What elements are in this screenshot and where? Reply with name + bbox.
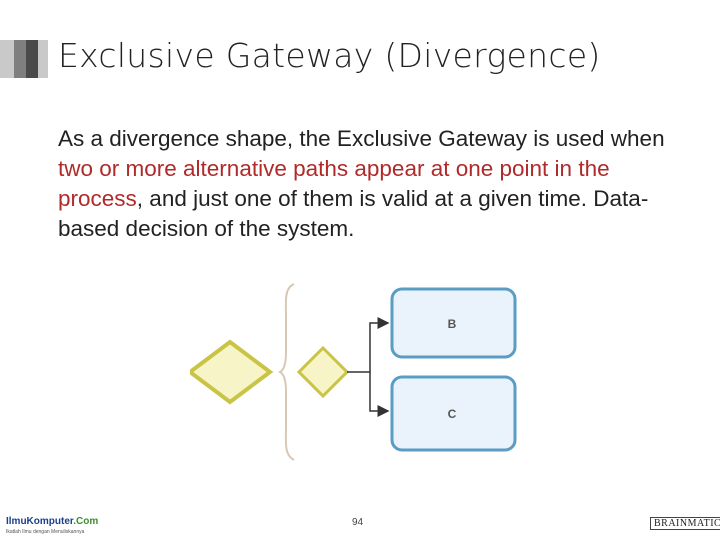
task-b-label: B: [448, 317, 457, 331]
sequence-flow-to-c: [369, 372, 390, 417]
title-decoration-bar: [0, 40, 14, 78]
task-c-label: C: [448, 407, 457, 421]
body-text-part2: , and just one of them is valid at a giv…: [58, 186, 649, 241]
logo-tagline: Ikatlah Ilmu dengan Menuliskannya: [6, 529, 85, 535]
logo-tld-text: .Com: [73, 516, 99, 527]
logo-main-text: IlmuKomputer: [6, 516, 74, 527]
slide-body-text: As a divergence shape, the Exclusive Gat…: [58, 124, 698, 244]
brainmatics-logo: BRAINMATICS: [650, 517, 720, 530]
title-decoration-bar: [14, 40, 26, 78]
gateway-diamond-small: [296, 345, 350, 399]
slide-title: Exclusive Gateway (Divergence): [58, 36, 601, 75]
ilmukomputer-logo: IlmuKomputer.Com: [6, 516, 98, 527]
exclusive-gateway-diagram: B C: [190, 283, 517, 461]
title-decoration-bar: [38, 40, 48, 78]
sequence-flow-to-b: [347, 317, 390, 373]
body-text-highlight: two or more alternative paths appear at …: [58, 156, 610, 211]
gateway-diamond-large: [190, 339, 274, 405]
curly-brace: [277, 283, 295, 461]
page-number: 94: [352, 517, 364, 528]
task-b-box: [390, 287, 517, 359]
body-text-part1: As a divergence shape, the Exclusive Gat…: [58, 126, 665, 151]
task-c-box: [390, 375, 517, 452]
title-decoration-bar: [26, 40, 38, 78]
